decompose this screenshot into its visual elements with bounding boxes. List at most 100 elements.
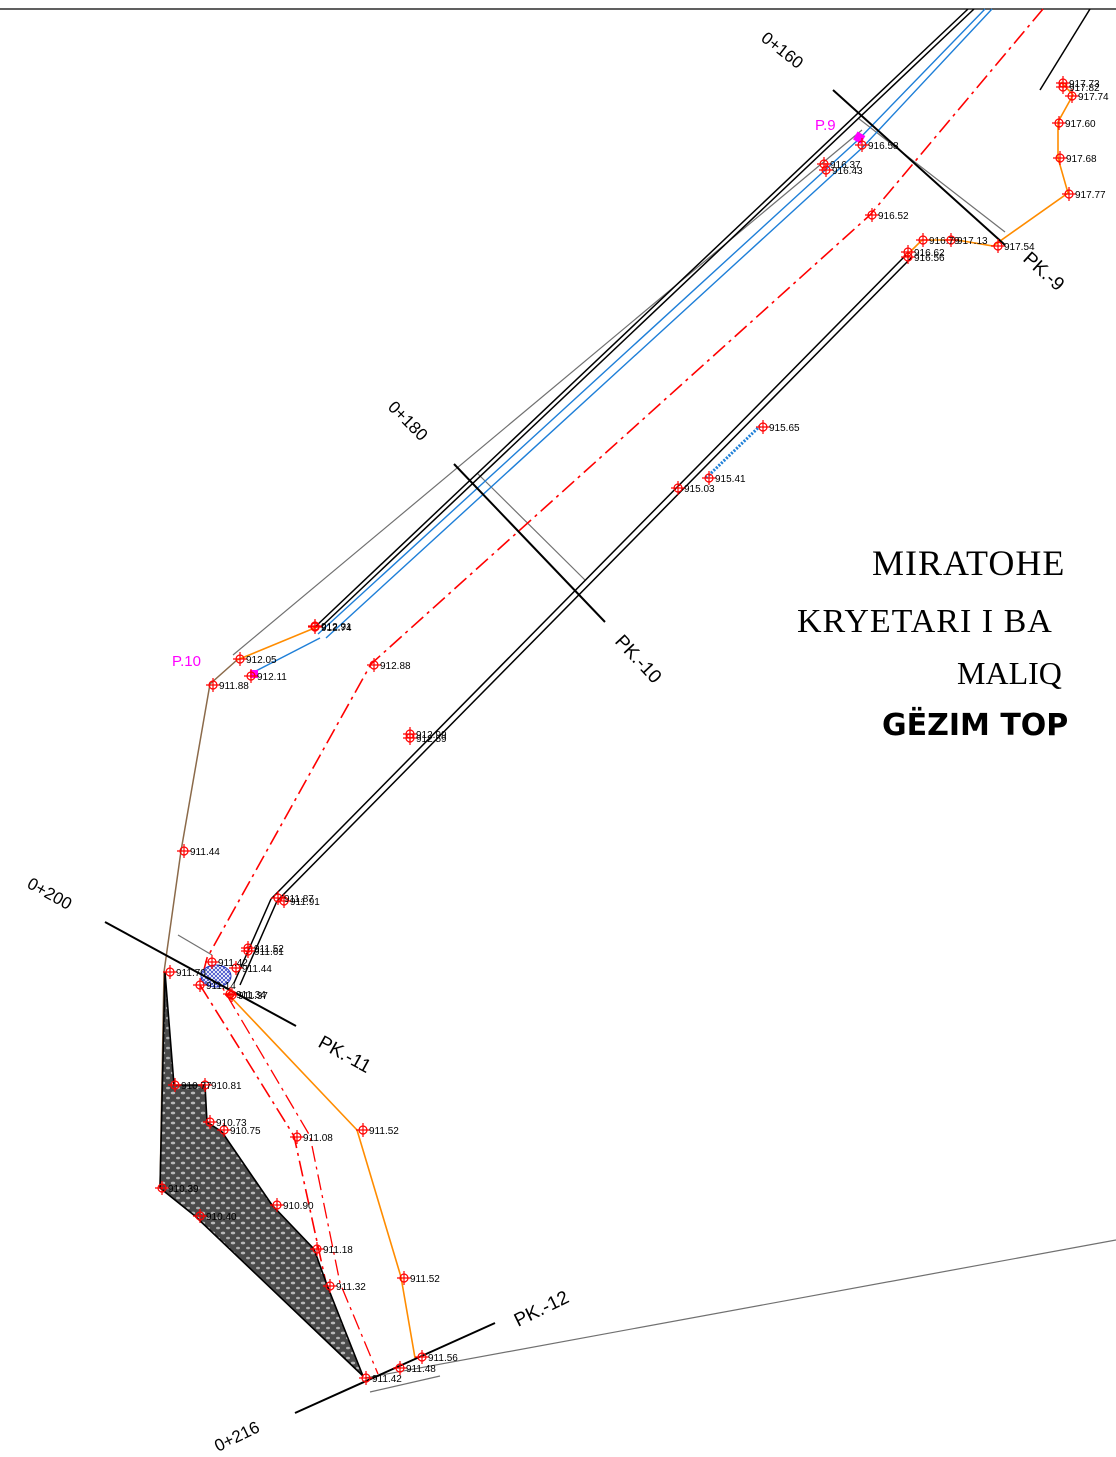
- survey-point-marker: [193, 1209, 207, 1223]
- elevation-label: 910.75: [230, 1126, 261, 1137]
- road-centerline: [199, 8, 1044, 1378]
- station-label-216: 0+216: [211, 1418, 262, 1456]
- elevation-label: 911.44: [242, 964, 272, 975]
- survey-point-marker: [323, 1279, 337, 1293]
- section-label-pk9: PK.-9: [1019, 248, 1068, 295]
- elevation-label: 912.88: [380, 661, 411, 672]
- survey-point-marker: [397, 1271, 411, 1285]
- survey-point-marker: [702, 471, 716, 485]
- survey-point-marker: [308, 620, 322, 634]
- point-markers: [250, 131, 866, 678]
- survey-point-marker: [817, 157, 831, 171]
- survey-point-marker: [819, 163, 833, 177]
- survey-point-marker: [393, 1361, 407, 1375]
- station-label-200: 0+200: [24, 874, 75, 914]
- approval-line-2: KRYETARI I BA: [797, 603, 1053, 640]
- approval-line-4: GËZIM TOP: [882, 707, 1068, 743]
- elevation-label: 915.41: [715, 474, 746, 485]
- elevation-label: 910.39: [168, 1184, 199, 1195]
- elevation-label: 912.05: [246, 655, 277, 666]
- approval-line-3: MALIQ: [957, 655, 1062, 691]
- survey-point-marker: [163, 965, 177, 979]
- elevation-label: 917.82: [1069, 83, 1100, 94]
- elevation-label: 916.43: [832, 166, 863, 177]
- station-label-160: 0+160: [758, 28, 807, 72]
- survey-point-marker: [1052, 116, 1066, 130]
- survey-point-marker: [756, 420, 770, 434]
- elevation-label: 911.08: [303, 1133, 333, 1144]
- elevation-label: 916.52: [878, 211, 909, 222]
- elevation-label: 916.56: [914, 253, 945, 264]
- survey-point-marker: [177, 844, 191, 858]
- elevation-label: 917.60: [1065, 119, 1096, 130]
- elevation-label: 911.42: [218, 958, 248, 969]
- elevation-label: 910.81: [211, 1081, 242, 1092]
- survey-point-marker: [271, 891, 285, 905]
- elevation-label: 911.34: [236, 990, 266, 1001]
- elevation-label: 911.91: [290, 897, 320, 908]
- survey-point-marker: [944, 233, 958, 247]
- survey-point-marker: [1065, 89, 1079, 103]
- elevation-label: 917.73: [1069, 79, 1100, 90]
- survey-point-marker: [168, 1078, 182, 1092]
- elevation-label: 916.58: [868, 141, 899, 152]
- elevation-label: 911.87: [284, 894, 314, 905]
- survey-point-marker: [1053, 151, 1067, 165]
- elevation-label: 915.03: [684, 484, 715, 495]
- point-label-p9: P.9: [815, 117, 836, 134]
- point-label-p10: P.10: [172, 653, 201, 670]
- elevation-label: 911.48: [406, 1364, 436, 1375]
- elevation-label: 910.73: [216, 1118, 247, 1129]
- station-label-180: 0+180: [384, 397, 431, 444]
- road-centerline-offset: [211, 969, 379, 1375]
- elevation-label: 912.99: [416, 730, 447, 741]
- survey-point-marker: [991, 239, 1005, 253]
- survey-point-marker: [403, 731, 417, 745]
- elevation-labels: 917.73 917.82 917.74 917.60 917.68 917.7…: [168, 79, 1109, 1385]
- elevation-label: 912.91: [321, 622, 352, 633]
- fence-lines: [226, 81, 1074, 1359]
- elevation-label: 911.52: [410, 1274, 440, 1285]
- elevation-label: 916.79: [929, 236, 960, 247]
- road-edges: [233, 8, 1091, 986]
- elevation-label: 917.54: [1004, 242, 1035, 253]
- survey-point-marker: [217, 1123, 231, 1137]
- elevation-label: 917.74: [1078, 92, 1109, 103]
- elevation-label: 917.13: [957, 236, 988, 247]
- survey-point-marker: [1056, 80, 1070, 94]
- elevation-label: 910.77: [181, 1081, 212, 1092]
- elevation-label: 911.61: [254, 947, 284, 958]
- elevation-label: 911.56: [428, 1353, 458, 1364]
- elevation-label: 911.52: [369, 1126, 399, 1137]
- elevation-label: 912.59: [416, 734, 447, 745]
- survey-point-marker: [356, 1123, 370, 1137]
- survey-point-marker: [290, 1130, 304, 1144]
- survey-point-marker: [241, 944, 255, 958]
- section-label-pk12: PK.-12: [511, 1287, 572, 1331]
- elevation-label: 911.42: [372, 1374, 402, 1385]
- pond: [200, 964, 232, 988]
- survey-point-marker: [865, 208, 879, 222]
- survey-point-marker: [244, 669, 258, 683]
- elevation-label: 911.44: [190, 847, 220, 858]
- elevation-label: 916.62: [914, 248, 945, 259]
- elevation-label: 911.32: [336, 1282, 366, 1293]
- survey-point-marker: [855, 138, 869, 152]
- survey-point-markers: [155, 76, 1079, 1385]
- survey-point-marker: [367, 658, 381, 672]
- survey-point-marker: [415, 1350, 429, 1364]
- approval-line-1: MIRATOHE: [872, 543, 1065, 583]
- elevation-label: 915.65: [769, 423, 800, 434]
- survey-point-marker: [198, 1078, 212, 1092]
- survey-point-marker: [203, 1115, 217, 1129]
- elevation-label: 911.37: [238, 991, 268, 1002]
- elevation-label: 917.68: [1066, 154, 1097, 165]
- survey-point-marker: [233, 652, 247, 666]
- survey-point-marker: [310, 1242, 324, 1256]
- elevation-label: 911.88: [219, 681, 249, 692]
- elevation-label: 910.40: [206, 1212, 237, 1223]
- elevation-label: 911.14: [206, 981, 236, 992]
- survey-point-marker: [225, 988, 239, 1002]
- elevation-label: 916.37: [830, 160, 861, 171]
